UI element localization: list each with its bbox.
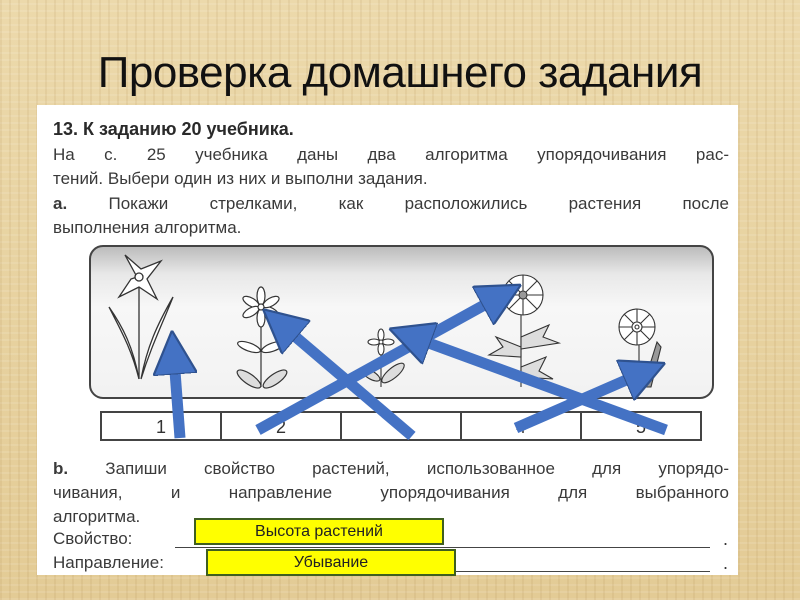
slide-title: Проверка домашнего задания <box>97 48 703 97</box>
part-b-line-3: алгоритма. <box>53 507 141 526</box>
part-b-line-2: чивания, и направление упорядочивания дл… <box>53 483 729 502</box>
intro-line-2: тений. Выбери один из них и выполни зада… <box>53 169 428 188</box>
part-a-line-2: выполнения алгоритма. <box>53 218 242 237</box>
arrow-5 <box>513 374 640 434</box>
position-cell-1: 1 <box>102 413 222 439</box>
property-line-end: . <box>723 529 729 549</box>
part-b-line-1: Запиши свойство растений, использованное… <box>105 459 729 478</box>
direction-label: Направление: <box>53 553 164 572</box>
arrow-3 <box>284 327 416 441</box>
plant-narcissus-icon <box>108 254 174 380</box>
position-cell-5: 5 <box>635 417 646 437</box>
arrow-4 <box>415 338 668 436</box>
task-instructions: 13. К заданию 20 учебника. На с. 25 учеб… <box>53 117 729 241</box>
direction-answer-box[interactable]: Убывание <box>206 549 456 576</box>
task-heading: 13. К заданию 20 учебника. <box>53 119 294 139</box>
part-a-label: а. <box>53 193 68 213</box>
property-answer-line <box>175 547 710 548</box>
plants-illustration <box>108 254 662 389</box>
property-label: Свойство: <box>53 529 133 548</box>
arrow-1 <box>174 358 180 439</box>
direction-answer-line <box>207 571 710 572</box>
part-b-label: b. <box>53 459 69 478</box>
intro-line-1: На с. 25 учебника даны два алгоритма упо… <box>53 144 729 164</box>
direction-line-end: . <box>723 553 729 573</box>
position-cell-2: 2 <box>222 413 342 439</box>
arrow-2 <box>255 298 497 435</box>
position-cell-3 <box>342 413 462 439</box>
part-b-instructions: b. Запиши свойство растений, использован… <box>53 457 729 529</box>
part-a-line-1: Покажи стрелками, как расположились раст… <box>108 193 729 213</box>
property-answer-box[interactable]: Высота растений <box>194 518 444 545</box>
